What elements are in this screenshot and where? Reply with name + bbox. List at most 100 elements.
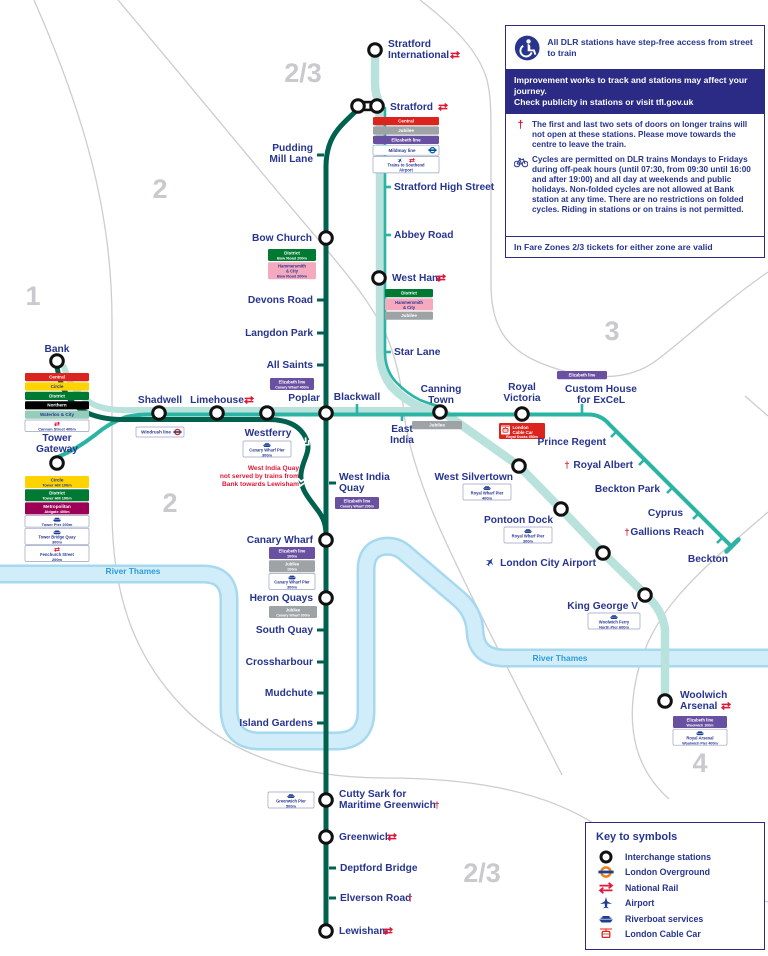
- station-label: Metropolitan: [43, 504, 71, 509]
- station-label: Town: [428, 395, 454, 406]
- station-label: Tower Hill 100m: [42, 496, 72, 501]
- info-panel: All DLR stations have step-free access f…: [505, 25, 765, 258]
- station-label: Bow Church: [252, 233, 312, 244]
- dagger-icon: †: [517, 119, 524, 131]
- station-label: Stratford: [390, 102, 433, 113]
- zone-label-2: 2: [162, 488, 177, 518]
- step-free-note: All DLR stations have step-free access f…: [506, 26, 764, 69]
- station-label: Royal: [508, 382, 536, 393]
- station-label: All Saints: [267, 360, 314, 371]
- station-label: Royal Docks 350m: [506, 435, 538, 439]
- station-deptford-bridge: Deptford Bridge: [329, 863, 418, 874]
- station-label: Central: [49, 375, 65, 380]
- station-label: Canary Wharf: [247, 535, 314, 546]
- station-label: Pontoon Dock: [484, 515, 553, 526]
- riverboat-icon: [262, 443, 272, 447]
- zone-boundary-5: [744, 395, 768, 417]
- station-label: Westferry: [245, 428, 292, 439]
- national-rail-icon: [449, 50, 461, 60]
- riverboat-icon: [523, 529, 533, 533]
- station-label: 500m: [286, 803, 296, 808]
- station-label: Arsenal: [680, 701, 718, 712]
- station-beckton-park: Beckton Park: [595, 484, 673, 495]
- station-label: 200m: [52, 557, 62, 562]
- riverboat-icon: [286, 794, 296, 798]
- wiq-note-line-2: not served by trains from: [220, 473, 299, 480]
- station-label: Waterloo & City: [40, 412, 74, 417]
- station-label: District: [49, 491, 65, 496]
- national-rail-icon: [435, 273, 447, 283]
- station-blackwall: Blackwall: [334, 392, 380, 413]
- station-label: Greenwich: [339, 832, 391, 843]
- national-rail-icon: [54, 547, 60, 552]
- station-label: & City: [403, 305, 416, 310]
- station-abbey-road: Abbey Road: [384, 230, 453, 241]
- station-label: West Silvertown: [434, 472, 513, 483]
- station-label: Victoria: [503, 393, 541, 404]
- station-label: Poplar: [288, 393, 320, 404]
- station-label: Mudchute: [265, 688, 313, 699]
- national-rail-icon: [243, 395, 255, 405]
- station-label: 300m: [287, 585, 297, 590]
- riverboat-icon: [695, 731, 705, 736]
- airport-icon: [397, 158, 402, 164]
- station-label: Circle: [51, 384, 64, 389]
- national-rail-icon: [596, 881, 616, 894]
- station-all-saints: All Saints: [267, 360, 324, 371]
- station-label: Canary Wharf 400m: [275, 386, 309, 390]
- info-notes: † The first and last two sets of doors o…: [506, 114, 764, 236]
- station-label: Canary Wharf 300m: [276, 614, 310, 618]
- station-stratford-high-street: Stratford High Street: [384, 182, 495, 193]
- key-title: Key to symbols: [596, 831, 678, 843]
- station-label: Jubilee: [286, 608, 301, 613]
- station-beckton: Beckton: [688, 554, 728, 565]
- station-label: Deptford Bridge: [340, 863, 418, 874]
- station-label: Quay: [339, 483, 365, 494]
- station-crossharbour: Crossharbour: [246, 657, 324, 668]
- station-label: Star Lane: [394, 347, 441, 358]
- key-item-riverboat: Riverboat services: [596, 911, 754, 927]
- station-label: †: [434, 800, 439, 811]
- zone-boundary-4: [631, 511, 768, 800]
- door-note-text: The first and last two sets of doors on …: [532, 120, 748, 149]
- fare-zone-note: In Fare Zones 2/3 tickets for either zon…: [506, 236, 764, 257]
- station-label: Tower: [42, 433, 71, 444]
- station-label: Jubilee: [398, 128, 414, 133]
- station-label: Elizabeth line: [569, 373, 596, 378]
- station-label: for ExCeL: [577, 395, 625, 406]
- station-label: Langdon Park: [245, 328, 313, 339]
- station-label: Cyprus: [648, 508, 683, 519]
- station-label: Cutty Sark for: [339, 789, 406, 800]
- wheelchair-icon: [514, 35, 540, 61]
- improvement-banner: Improvement works to track and stations …: [506, 69, 764, 114]
- station-label: India: [390, 435, 414, 446]
- station-langdon-park: Langdon Park: [245, 328, 324, 339]
- station-mudchute: Mudchute: [265, 688, 324, 699]
- station-label: Gallions Reach: [630, 527, 704, 538]
- station-label: Hammersmith: [395, 300, 423, 305]
- station-label: Fenchurch Street: [40, 552, 74, 557]
- airport-icon: [596, 896, 616, 910]
- station-label: West Ham: [392, 273, 441, 284]
- station-label: †: [407, 893, 412, 904]
- cable-car-icon: [596, 927, 616, 941]
- station-label: Canary Wharf Pier: [249, 447, 285, 452]
- beckton-terminus-bar: [724, 537, 741, 554]
- station-label: Airport: [399, 168, 413, 173]
- station-label: Stratford High Street: [394, 182, 495, 193]
- station-label: London: [513, 425, 529, 430]
- station-label: Elizabeth line: [391, 137, 421, 142]
- station-label: & City: [286, 269, 299, 274]
- key-item-national-rail: National Rail: [596, 880, 754, 896]
- overground-roundel-icon: [596, 865, 616, 879]
